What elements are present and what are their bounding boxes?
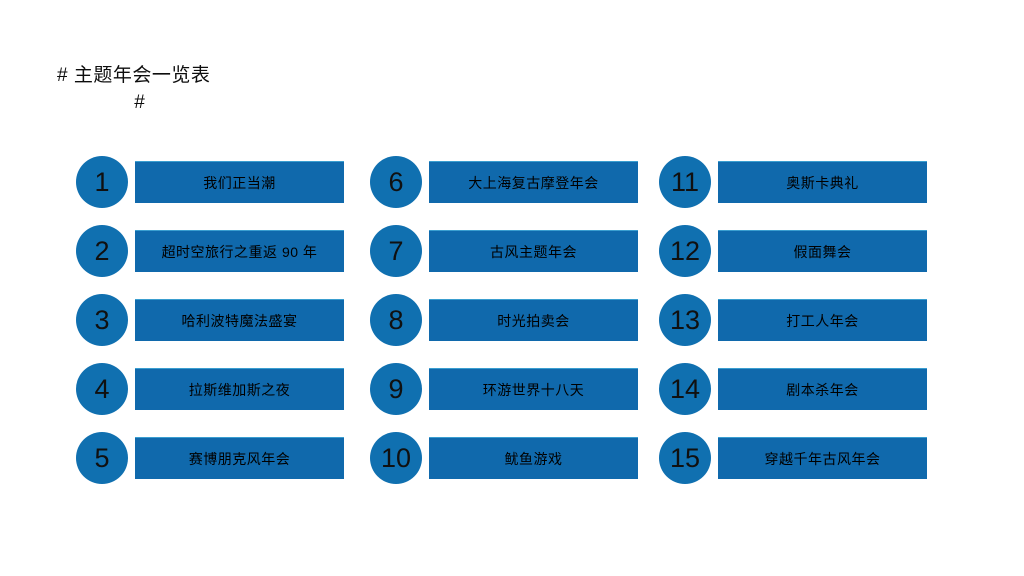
list-item[interactable]: 12 假面舞会 <box>659 225 927 277</box>
item-label-text: 赛博朋克风年会 <box>188 450 291 467</box>
item-label-text: 剧本杀年会 <box>786 381 859 398</box>
item-number-text: 3 <box>94 304 110 335</box>
list-item[interactable]: 3 哈利波特魔法盛宴 <box>76 294 344 346</box>
item-label-text: 打工人年会 <box>786 312 859 329</box>
item-number-badge[interactable]: 14 <box>659 363 711 415</box>
item-number-text: 11 <box>670 166 700 197</box>
item-number-badge[interactable]: 13 <box>659 294 711 346</box>
list-item[interactable]: 7 古风主题年会 <box>370 225 638 277</box>
item-label-text: 假面舞会 <box>793 243 852 260</box>
item-label-bar[interactable]: 环游世界十八天 <box>429 368 638 410</box>
item-number-text: 15 <box>669 442 701 473</box>
item-number-text: 6 <box>388 166 404 197</box>
item-number-badge[interactable]: 7 <box>370 225 422 277</box>
list-item[interactable]: 15 穿越千年古风年会 <box>659 432 927 484</box>
list-column-1: 1 我们正当潮 2 超时空旅行之重返 90 年 3 哈利波特魔法盛宴 4 拉斯维加斯之夜 5 赛博… <box>76 156 344 501</box>
page-title: # 主题年会一览表 # <box>57 62 357 116</box>
item-number-text: 8 <box>388 304 404 335</box>
item-number-text: 2 <box>94 235 110 266</box>
item-number-badge[interactable]: 4 <box>76 363 128 415</box>
item-number-text: 12 <box>669 235 701 266</box>
item-label-bar[interactable]: 古风主题年会 <box>429 230 638 272</box>
item-number-badge[interactable]: 15 <box>659 432 711 484</box>
list-column-2: 6 大上海复古摩登年会 7 古风主题年会 8 时光拍卖会 9 环游世界十八天 10 鱿鱼游戏 <box>370 156 638 501</box>
item-label-bar[interactable]: 超时空旅行之重返 90 年 <box>135 230 344 272</box>
item-label-bar[interactable]: 时光拍卖会 <box>429 299 638 341</box>
list-item[interactable]: 5 赛博朋克风年会 <box>76 432 344 484</box>
item-number-text: 13 <box>669 304 701 335</box>
page-title-line-1: # 主题年会一览表 <box>57 65 211 86</box>
item-label-bar[interactable]: 赛博朋克风年会 <box>135 437 344 479</box>
item-label-text: 古风主题年会 <box>490 243 577 260</box>
item-label-bar[interactable]: 我们正当潮 <box>135 161 344 203</box>
item-label-bar[interactable]: 奥斯卡典礼 <box>718 161 927 203</box>
item-label-bar[interactable]: 哈利波特魔法盛宴 <box>135 299 344 341</box>
list-item[interactable]: 14 剧本杀年会 <box>659 363 927 415</box>
item-number-badge[interactable]: 8 <box>370 294 422 346</box>
list-item[interactable]: 10 鱿鱼游戏 <box>370 432 638 484</box>
item-number-text: 9 <box>388 373 404 404</box>
list-item[interactable]: 8 时光拍卖会 <box>370 294 638 346</box>
list-item[interactable]: 9 环游世界十八天 <box>370 363 638 415</box>
item-number-badge[interactable]: 12 <box>659 225 711 277</box>
page-title-line-2: # <box>134 92 145 113</box>
item-number-badge[interactable]: 2 <box>76 225 128 277</box>
item-label-text: 大上海复古摩登年会 <box>468 174 599 191</box>
item-label-bar[interactable]: 拉斯维加斯之夜 <box>135 368 344 410</box>
item-label-text: 奥斯卡典礼 <box>786 174 859 191</box>
item-label-bar[interactable]: 大上海复古摩登年会 <box>429 161 638 203</box>
list-column-3: 11 奥斯卡典礼 12 假面舞会 13 打工人年会 14 剧本杀年会 15 穿越千年古风年会 <box>659 156 927 501</box>
list-item[interactable]: 6 大上海复古摩登年会 <box>370 156 638 208</box>
list-item[interactable]: 4 拉斯维加斯之夜 <box>76 363 344 415</box>
list-item[interactable]: 2 超时空旅行之重返 90 年 <box>76 225 344 277</box>
item-label-bar[interactable]: 穿越千年古风年会 <box>718 437 927 479</box>
item-number-text: 4 <box>94 373 110 404</box>
item-label-text: 时光拍卖会 <box>497 312 570 329</box>
item-label-text: 拉斯维加斯之夜 <box>188 381 291 398</box>
item-label-bar[interactable]: 假面舞会 <box>718 230 927 272</box>
item-label-text: 超时空旅行之重返 90 年 <box>161 243 318 260</box>
item-number-text: 1 <box>94 166 110 197</box>
list-item[interactable]: 1 我们正当潮 <box>76 156 344 208</box>
item-label-text: 我们正当潮 <box>203 174 276 191</box>
item-label-bar[interactable]: 打工人年会 <box>718 299 927 341</box>
item-number-badge[interactable]: 9 <box>370 363 422 415</box>
item-number-badge[interactable]: 6 <box>370 156 422 208</box>
item-number-text: 7 <box>388 235 404 266</box>
item-number-badge[interactable]: 10 <box>370 432 422 484</box>
item-number-text: 14 <box>669 373 701 404</box>
item-label-text: 哈利波特魔法盛宴 <box>181 312 298 329</box>
list-item[interactable]: 11 奥斯卡典礼 <box>659 156 927 208</box>
item-label-bar[interactable]: 剧本杀年会 <box>718 368 927 410</box>
item-number-text: 5 <box>94 442 110 473</box>
item-number-badge[interactable]: 1 <box>76 156 128 208</box>
item-number-badge[interactable]: 11 <box>659 156 711 208</box>
list-item[interactable]: 13 打工人年会 <box>659 294 927 346</box>
item-label-text: 鱿鱼游戏 <box>504 450 563 467</box>
item-number-text: 10 <box>380 442 412 473</box>
item-label-bar[interactable]: 鱿鱼游戏 <box>429 437 638 479</box>
item-label-text: 环游世界十八天 <box>482 381 585 398</box>
item-number-badge[interactable]: 5 <box>76 432 128 484</box>
item-number-badge[interactable]: 3 <box>76 294 128 346</box>
item-label-text: 穿越千年古风年会 <box>764 450 881 467</box>
